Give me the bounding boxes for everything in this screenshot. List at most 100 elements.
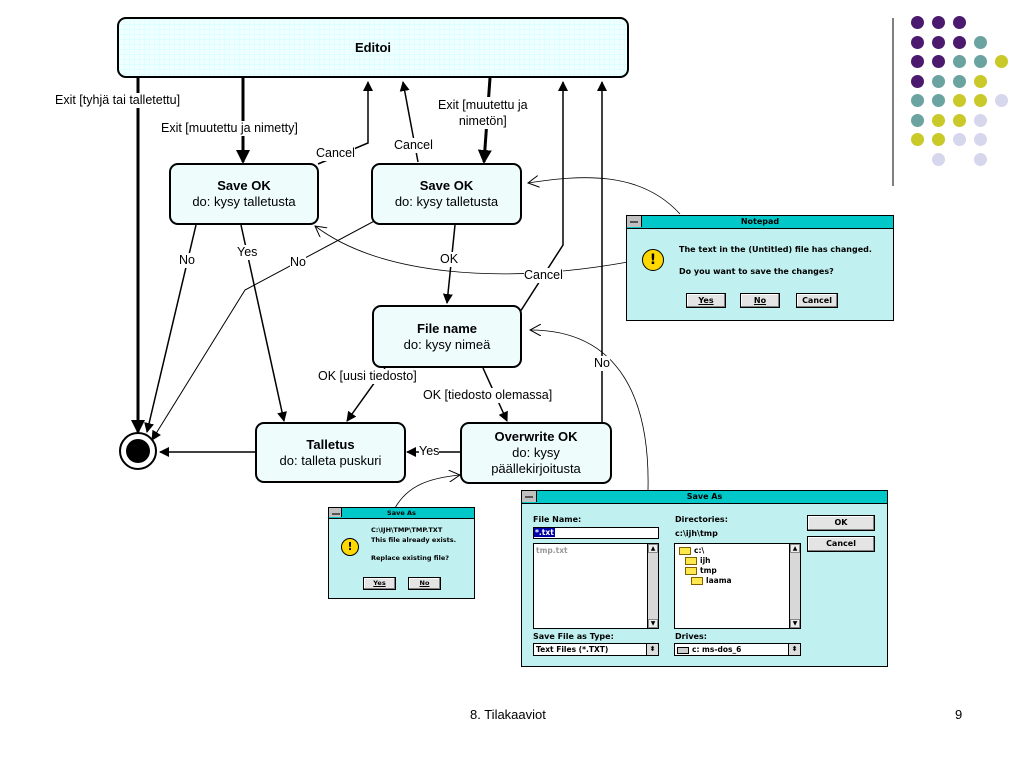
decorative-dot [932,113,945,127]
arrow-cancel-file [519,81,568,313]
saveas-dialog: Save As File Name: *.txt tmp.txt ▲ ▼ Dir… [521,490,888,667]
decorative-dot [932,133,945,146]
yes-button-label: Yes [373,579,386,587]
footer-title: 8. Tilakaaviot [470,707,546,722]
scroll-up-arrow-icon[interactable]: ▲ [648,544,658,553]
drive-value: c: ms-dos_6 [692,645,742,654]
state-title: Save OK [419,178,474,193]
dir-item-label: c:\ [694,546,705,555]
yes-button[interactable]: Yes [686,293,726,308]
file-name-label: File Name: [533,515,582,524]
cancel-button[interactable]: Cancel [796,293,838,308]
directory-tree[interactable]: c:\ ijh tmp laama ▲ ▼ [674,543,801,629]
file-name-input[interactable]: *.txt [533,527,659,539]
decorative-dot [911,16,924,29]
warning-icon: ! [642,249,664,271]
state-title: File name [417,320,477,336]
decorative-dot [932,74,945,88]
notepad-message-line1: The text in the (Untitled) file has chan… [679,245,872,254]
cancel-button-label: Cancel [826,539,856,548]
directory-scrollbar[interactable]: ▲ ▼ [789,544,800,628]
label-ok-exists: OK [tiedosto olemassa] [423,388,553,403]
no-button[interactable]: No [740,293,780,308]
arrow-no-mid [151,217,381,441]
state-action: do: talleta puskuri [279,452,382,468]
saveas-title: Save As [686,492,723,501]
decorative-dot [974,94,987,107]
type-label: Save File as Type: [533,632,614,641]
state-action: do: kysy talletusta [394,194,499,209]
decorative-dot [953,35,966,49]
label-exit-empty: Exit [tyhjä tai talletettu] [55,93,181,108]
file-list-item[interactable]: tmp.txt [536,546,568,555]
dir-item[interactable]: tmp [675,565,800,575]
no-button-label: No [753,296,767,305]
label-yes-overwrite: Yes [419,444,440,459]
file-list[interactable]: tmp.txt ▲ ▼ [533,543,659,629]
current-directory: c:\ijh\tmp [675,529,718,538]
folder-icon [691,577,703,585]
notepad-title: Notepad [740,217,780,226]
state-editoi-title: Editoi [354,39,392,55]
file-type-value: Text Files (*.TXT) [536,645,609,654]
system-menu-icon[interactable] [329,508,342,517]
dropdown-arrow-icon[interactable]: ⬍ [646,644,658,655]
label-cancel-mid: Cancel [394,138,433,153]
label-cancel-file: Cancel [524,268,563,283]
label-no-left: No [179,253,195,268]
open-folder-icon [685,567,697,575]
scroll-down-arrow-icon[interactable]: ▼ [648,619,658,628]
yes-button[interactable]: Yes [363,577,396,590]
decorative-dot [911,74,924,88]
yes-button-label: Yes [698,296,714,305]
ok-button-label: OK [834,518,848,527]
label-exit-named: Exit [muutettu ja nimetty] [161,121,298,136]
file-list-scrollbar[interactable]: ▲ ▼ [647,544,658,628]
decorative-dot [953,55,966,68]
scroll-down-arrow-icon[interactable]: ▼ [790,619,800,628]
system-menu-icon[interactable] [627,216,642,227]
state-title: Talletus [306,436,355,452]
replace-titlebar: Save As [329,508,474,519]
dropdown-arrow-icon[interactable]: ⬍ [788,644,800,655]
decorative-dot [953,94,966,107]
decorative-dot [911,94,924,107]
decorative-dot [953,16,966,29]
file-name-value: *.txt [534,528,555,537]
page-number: 9 [955,707,963,722]
callout-notepad-left [315,226,629,275]
dir-item[interactable]: laama [675,575,800,585]
state-action-line2: päällekirjoitusta [491,461,581,476]
replace-exists: This file already exists. [371,536,457,544]
notepad-dialog: Notepad ! The text in the (Untitled) fil… [626,215,894,321]
directories-label: Directories: [675,515,728,524]
dir-item-label: ijh [700,556,711,565]
decorative-dot [932,55,945,68]
final-state-dot [126,439,150,463]
decorative-dot [932,152,945,166]
decorative-dot [911,55,924,68]
decorative-dot [974,74,987,88]
replace-path: C:\IJH\TMP\TMP.TXT [371,526,443,534]
label-no-overwrite: No [594,356,610,371]
callout-replace [394,475,460,509]
no-button[interactable]: No [408,577,441,590]
cancel-button-label: Cancel [802,296,832,305]
drives-label: Drives: [675,632,707,641]
replace-question: Replace existing file? [371,554,450,562]
ok-button[interactable]: OK [807,515,875,531]
cancel-button[interactable]: Cancel [807,536,875,552]
state-file-name: File name do: kysy nimeä [372,305,522,368]
state-action: do: kysy nimeä [403,336,491,352]
dir-item[interactable]: ijh [675,555,800,565]
scroll-up-arrow-icon[interactable]: ▲ [790,544,800,553]
label-cancel-left: Cancel [316,146,355,161]
decorative-dot [953,74,966,88]
decorative-dot [932,35,945,49]
file-type-dropdown[interactable]: Text Files (*.TXT) ⬍ [533,643,659,656]
drive-dropdown[interactable]: c: ms-dos_6 ⬍ [674,643,801,656]
callout-saveas [530,330,649,491]
system-menu-icon[interactable] [522,491,537,502]
label-exit-unnamed: Exit [muutettu ja nimetön] [438,97,528,129]
dir-item[interactable]: c:\ [675,544,800,555]
